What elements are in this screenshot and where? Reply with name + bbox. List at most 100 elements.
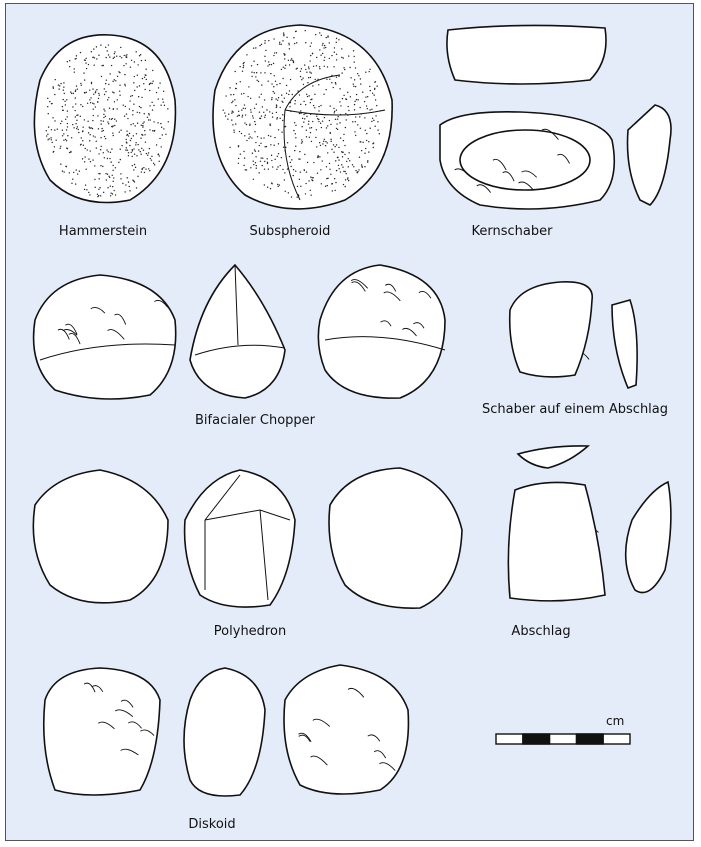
- stipple-dot: [237, 162, 240, 164]
- stipple-dot: [159, 137, 161, 140]
- stipple-dot: [84, 156, 86, 158]
- stipple-dot: [244, 122, 246, 124]
- stipple-dot: [310, 140, 313, 143]
- stipple-dot: [68, 151, 71, 154]
- stipple-dot: [90, 51, 93, 53]
- stipple-dot: [276, 116, 279, 119]
- stipple-dot: [244, 114, 247, 116]
- stipple-dot: [131, 149, 133, 151]
- stipple-dot: [308, 120, 310, 123]
- stipple-dot: [296, 185, 299, 188]
- stipple-dot: [309, 60, 311, 62]
- stipple-dot: [101, 130, 103, 133]
- stipple-dot: [93, 57, 96, 59]
- stipple-dot: [309, 189, 311, 192]
- stipple-dot: [128, 108, 131, 110]
- stipple-dot: [96, 193, 99, 195]
- stipple-dot: [232, 124, 234, 126]
- stipple-dot: [104, 110, 106, 112]
- stipple-dot: [110, 161, 112, 163]
- stipple-dot: [99, 195, 102, 197]
- stipple-dot: [306, 95, 309, 98]
- stipple-dot: [118, 90, 121, 92]
- stipple-dot: [288, 48, 291, 50]
- stipple-dot: [356, 171, 358, 174]
- stipple-dot: [267, 80, 269, 82]
- stipple-dot: [142, 126, 144, 128]
- stipple-dot: [255, 156, 257, 158]
- stipple-dot: [354, 100, 356, 103]
- stipple-dot: [102, 191, 105, 194]
- stipple-dot: [143, 82, 145, 85]
- stipple-dot: [365, 96, 367, 98]
- stipple-dot: [338, 39, 340, 41]
- stipple-dot: [95, 147, 98, 149]
- stipple-dot: [281, 100, 283, 103]
- stipple-dot: [352, 50, 355, 52]
- stipple-dot: [255, 164, 257, 167]
- stipple-dot: [132, 114, 134, 116]
- stipple-dot: [94, 106, 97, 108]
- stipple-dot: [324, 185, 327, 187]
- stipple-dot: [323, 56, 326, 58]
- stipple-dot: [265, 145, 268, 148]
- stipple-dot: [139, 54, 142, 56]
- stipple-dot: [79, 51, 82, 54]
- stipple-dot: [280, 156, 283, 159]
- stipple-dot: [318, 142, 321, 144]
- stipple-dot: [109, 73, 111, 75]
- stipple-dot: [75, 55, 78, 57]
- stipple-dot: [331, 190, 334, 192]
- stipple-dot: [277, 143, 280, 145]
- stipple-dot: [333, 107, 335, 110]
- stipple-dot: [80, 82, 82, 85]
- stipple-dot: [263, 99, 266, 101]
- stipple-dot: [115, 120, 118, 122]
- stipple-dot: [85, 57, 87, 60]
- stipple-dot: [344, 185, 346, 188]
- stipple-dot: [259, 160, 262, 162]
- stipple-dot: [255, 47, 257, 49]
- stipple-dot: [153, 129, 156, 132]
- stipple-dot: [113, 79, 116, 81]
- stipple-dot: [129, 66, 132, 68]
- stipple-dot: [231, 112, 233, 114]
- flake-scar: [107, 329, 125, 340]
- stipple-dot: [373, 119, 375, 122]
- stipple-dot: [271, 83, 273, 85]
- stipple-dot: [92, 114, 94, 117]
- stipple-dot: [250, 167, 252, 169]
- stipple-dot: [270, 63, 273, 66]
- flake-scar: [492, 158, 507, 171]
- stipple-dot: [283, 179, 286, 181]
- flake-scar: [97, 721, 115, 730]
- stipple-dot: [138, 149, 140, 151]
- stipple-dot: [160, 104, 162, 106]
- stipple-dot: [318, 110, 320, 112]
- stipple-dot: [76, 88, 79, 90]
- stipple-dot: [330, 140, 332, 143]
- stipple-dot: [299, 70, 302, 72]
- stipple-dot: [61, 170, 64, 172]
- stipple-dot: [134, 125, 136, 127]
- stipple-dot: [333, 51, 335, 53]
- stipple-dot: [321, 44, 324, 46]
- stipple-dot: [266, 158, 268, 160]
- stipple-dot: [357, 99, 359, 101]
- stipple-dot: [135, 144, 137, 146]
- stipple-dot: [113, 56, 116, 58]
- stipple-dot: [294, 149, 296, 152]
- schaber-drawing: [508, 281, 638, 390]
- stipple-dot: [149, 89, 151, 92]
- stipple-dot: [300, 185, 302, 188]
- stipple-dot: [269, 111, 271, 113]
- stipple-dot: [72, 178, 74, 180]
- stipple-dot: [119, 84, 121, 86]
- stipple-dot: [271, 159, 273, 162]
- stipple-dot: [103, 157, 106, 159]
- stipple-dot: [279, 164, 281, 167]
- stipple-dot: [338, 168, 340, 170]
- stipple-dot: [244, 135, 246, 137]
- stipple-dot: [296, 196, 298, 198]
- stipple-dot: [100, 145, 102, 148]
